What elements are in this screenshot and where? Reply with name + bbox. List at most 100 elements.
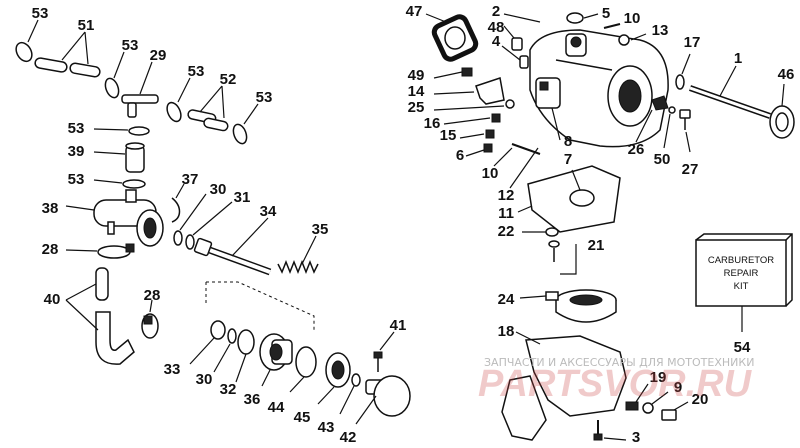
part-53-clip-lower [93, 179, 146, 189]
callout-label: 53 [188, 63, 205, 80]
part-11-gasket [517, 165, 621, 233]
callout-label: 50 [654, 151, 671, 168]
callout-label: 37 [182, 171, 199, 188]
part-18-bowl [501, 331, 627, 441]
callout-label: 35 [312, 221, 329, 238]
part-1-shaft [689, 65, 771, 119]
callout-label: 2 [492, 3, 500, 20]
part-53-ring-3 [166, 77, 191, 123]
part-42-cap [355, 375, 411, 425]
part-32-gasket [235, 329, 255, 383]
part-37-clip [171, 183, 185, 223]
part-48-plug [503, 25, 523, 51]
part-7-diaphragm [569, 169, 595, 207]
part-16-screw [443, 113, 501, 125]
callout-label: 54 [734, 339, 751, 356]
callout-label: 47 [406, 3, 423, 20]
part-3-screw [593, 420, 627, 441]
callout-label: 41 [390, 317, 407, 334]
part-26-clip [635, 95, 669, 143]
callout-label: 33 [164, 361, 181, 378]
part-50-washer [663, 106, 676, 149]
part-38-filter-body [65, 189, 164, 247]
callout-label: 30 [196, 371, 213, 388]
callout-label: 16 [424, 115, 441, 132]
part-22-seat [522, 227, 559, 237]
part-19-plug [625, 383, 649, 411]
callout-label: 24 [498, 291, 515, 308]
callout-label: 5 [602, 5, 610, 22]
callout-label: 53 [32, 5, 49, 22]
callout-label: 18 [498, 323, 515, 340]
callout-label: 4 [492, 33, 501, 50]
callout-label: 49 [408, 67, 425, 84]
callout-label: 28 [144, 287, 161, 304]
part-carburetor-body [529, 29, 669, 148]
kit-line-3: KIT [734, 281, 749, 292]
callout-label: 17 [684, 34, 701, 51]
part-24-float [519, 289, 617, 323]
callout-label: 45 [294, 409, 311, 426]
kit-line-2: REPAIR [724, 268, 759, 279]
callout-label: 21 [588, 237, 605, 254]
part-39-hose [93, 142, 145, 173]
part-46-knob [769, 83, 795, 139]
callout-label: 31 [234, 189, 251, 206]
callout-label: 19 [650, 369, 667, 386]
callout-label: 7 [564, 151, 572, 168]
callout-label: 8 [564, 133, 572, 150]
callout-label: 10 [624, 10, 641, 27]
callout-label: 10 [482, 165, 499, 182]
kit-line-1: CARBURETOR [708, 255, 774, 266]
part-43-o-ring [339, 373, 361, 415]
part-52-hoses [187, 85, 229, 132]
part-44-gasket [289, 346, 317, 393]
part-47-gasket [425, 13, 479, 62]
watermark-brand: PARTSVOR.RU [478, 363, 753, 405]
callout-label: 52 [220, 71, 237, 88]
part-28-clamp [65, 243, 135, 259]
callout-label: 27 [682, 161, 699, 178]
callout-label: 29 [150, 47, 167, 64]
callout-label: 53 [256, 89, 273, 106]
callout-label: 13 [652, 22, 669, 39]
part-29-t-fitting [121, 61, 159, 118]
part-30-o-ring [173, 193, 207, 246]
callout-label: 39 [68, 143, 85, 160]
callout-label: 1 [734, 50, 742, 67]
part-51-hoses [34, 31, 101, 78]
part-28-clamp-lower [141, 299, 159, 339]
part-5-plug [566, 12, 599, 24]
part-10-pin [603, 23, 621, 29]
callout-label: 53 [68, 120, 85, 137]
part-53-ring-2 [104, 51, 125, 99]
part-6-screw [465, 143, 493, 157]
part-31-o-ring [185, 201, 233, 250]
callout-label: 43 [318, 419, 335, 436]
callout-label: 20 [692, 391, 709, 408]
part-35-spring [277, 235, 319, 275]
callout-label: 9 [674, 379, 682, 396]
callout-label: 12 [498, 187, 515, 204]
part-17-washer [675, 53, 691, 90]
callout-label: 44 [268, 399, 285, 416]
part-4-fitting [501, 45, 529, 69]
part-33-disc [189, 320, 226, 365]
part-53-ring-top-left [15, 19, 39, 63]
part-15-screw [459, 129, 495, 139]
callout-label: 42 [340, 429, 357, 446]
part-8-needle [551, 107, 561, 141]
part-14-bracket [433, 77, 505, 105]
callout-label: 53 [122, 37, 139, 54]
callout-label: 51 [78, 17, 95, 34]
callout-label: 36 [244, 391, 261, 408]
callout-label: 14 [408, 83, 425, 100]
part-30-o-ring-lower [213, 328, 237, 373]
callout-label: 38 [42, 200, 59, 217]
part-45-diaphragm [317, 352, 351, 405]
callout-label: 40 [44, 291, 61, 308]
callout-label: 25 [408, 99, 425, 116]
callout-label: 3 [632, 429, 640, 446]
part-20-screw [661, 401, 689, 421]
callout-label: 34 [260, 203, 277, 220]
